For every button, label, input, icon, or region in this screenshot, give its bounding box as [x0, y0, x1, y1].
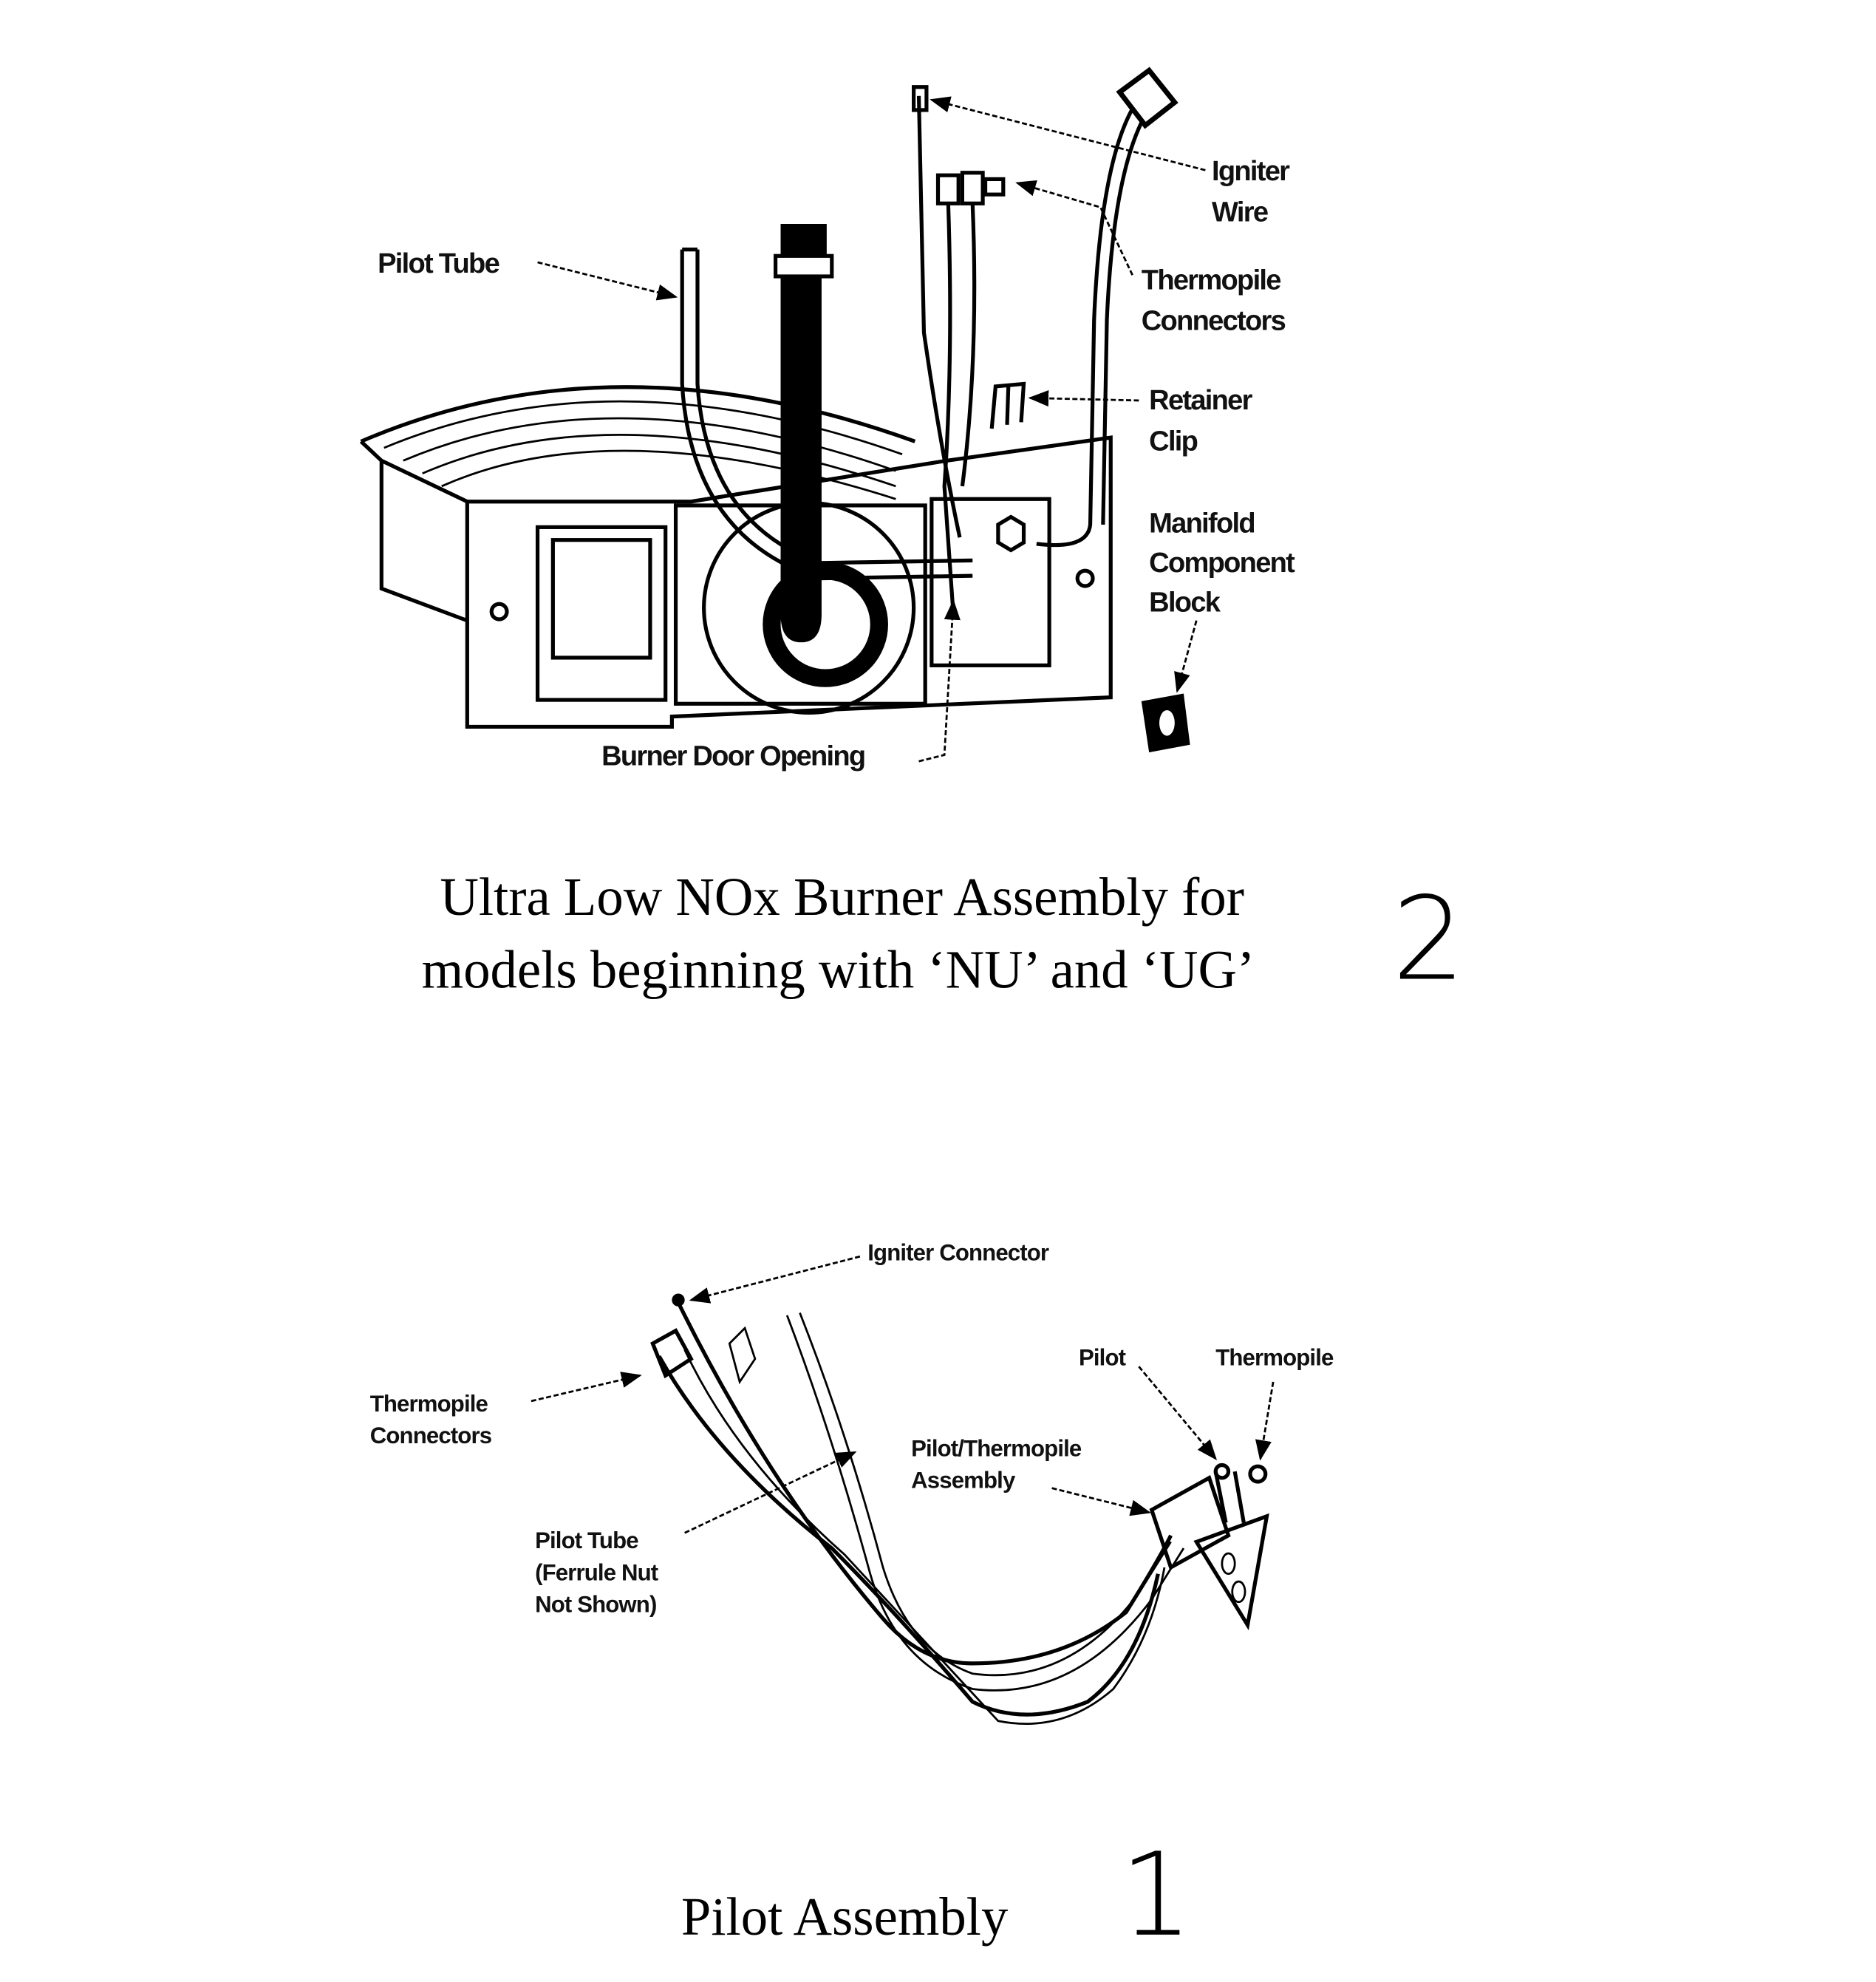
- label-pilot-tube-line3: Not Shown): [535, 1592, 656, 1618]
- label-thermopile-connectors-line2: Connectors: [1142, 306, 1286, 337]
- bottom-figure-labels: Igniter Connector Thermopile Connectors …: [370, 1239, 1334, 1617]
- label-retainer-clip-line2: Clip: [1149, 426, 1197, 457]
- label-thermopile: Thermopile: [1215, 1344, 1334, 1370]
- label-igniter-wire-line2: Wire: [1212, 197, 1268, 228]
- pilot-assembly-drawing: [531, 1255, 1275, 1726]
- label-burner-door-opening: Burner Door Opening: [601, 740, 864, 772]
- label-thermopile-connectors-line2: Connectors: [370, 1423, 492, 1448]
- bottom-figure-caption: Pilot Assembly 1: [681, 1828, 1193, 1962]
- figure-number-2: 2: [1392, 872, 1465, 1007]
- burner-assembly-drawing: [359, 67, 1206, 763]
- caption-pilot-assembly: Pilot Assembly: [681, 1887, 1009, 1947]
- label-manifold-line2: Component: [1149, 548, 1295, 579]
- label-pilot-tube: Pilot Tube: [378, 248, 499, 279]
- label-igniter-wire-line1: Igniter: [1212, 156, 1290, 187]
- label-manifold-line3: Block: [1149, 588, 1221, 619]
- label-manifold-line1: Manifold: [1149, 508, 1255, 539]
- figure-number-1: 1: [1119, 1828, 1193, 1962]
- label-pilot-thermopile-line2: Assembly: [911, 1468, 1016, 1494]
- label-thermopile-connectors-line1: Thermopile: [1142, 265, 1280, 296]
- top-figure-labels: Pilot Tube Igniter Wire Thermopile Conne…: [378, 156, 1297, 772]
- top-figure-caption: Ultra Low NOx Burner Assembly for models…: [422, 867, 1466, 1007]
- label-pilot-tube-line2: (Ferrule Nut: [535, 1559, 658, 1585]
- label-retainer-clip-line1: Retainer: [1149, 385, 1252, 416]
- caption-line2: models beginning with ‘NU’ and ‘UG’: [422, 940, 1255, 1000]
- label-pilot-tube-line1: Pilot Tube: [535, 1528, 638, 1553]
- label-pilot: Pilot: [1079, 1344, 1126, 1370]
- label-igniter-connector: Igniter Connector: [867, 1239, 1049, 1265]
- label-thermopile-connectors-line1: Thermopile: [370, 1391, 488, 1417]
- label-pilot-thermopile-line1: Pilot/Thermopile: [911, 1435, 1082, 1461]
- caption-line1: Ultra Low NOx Burner Assembly for: [440, 867, 1244, 927]
